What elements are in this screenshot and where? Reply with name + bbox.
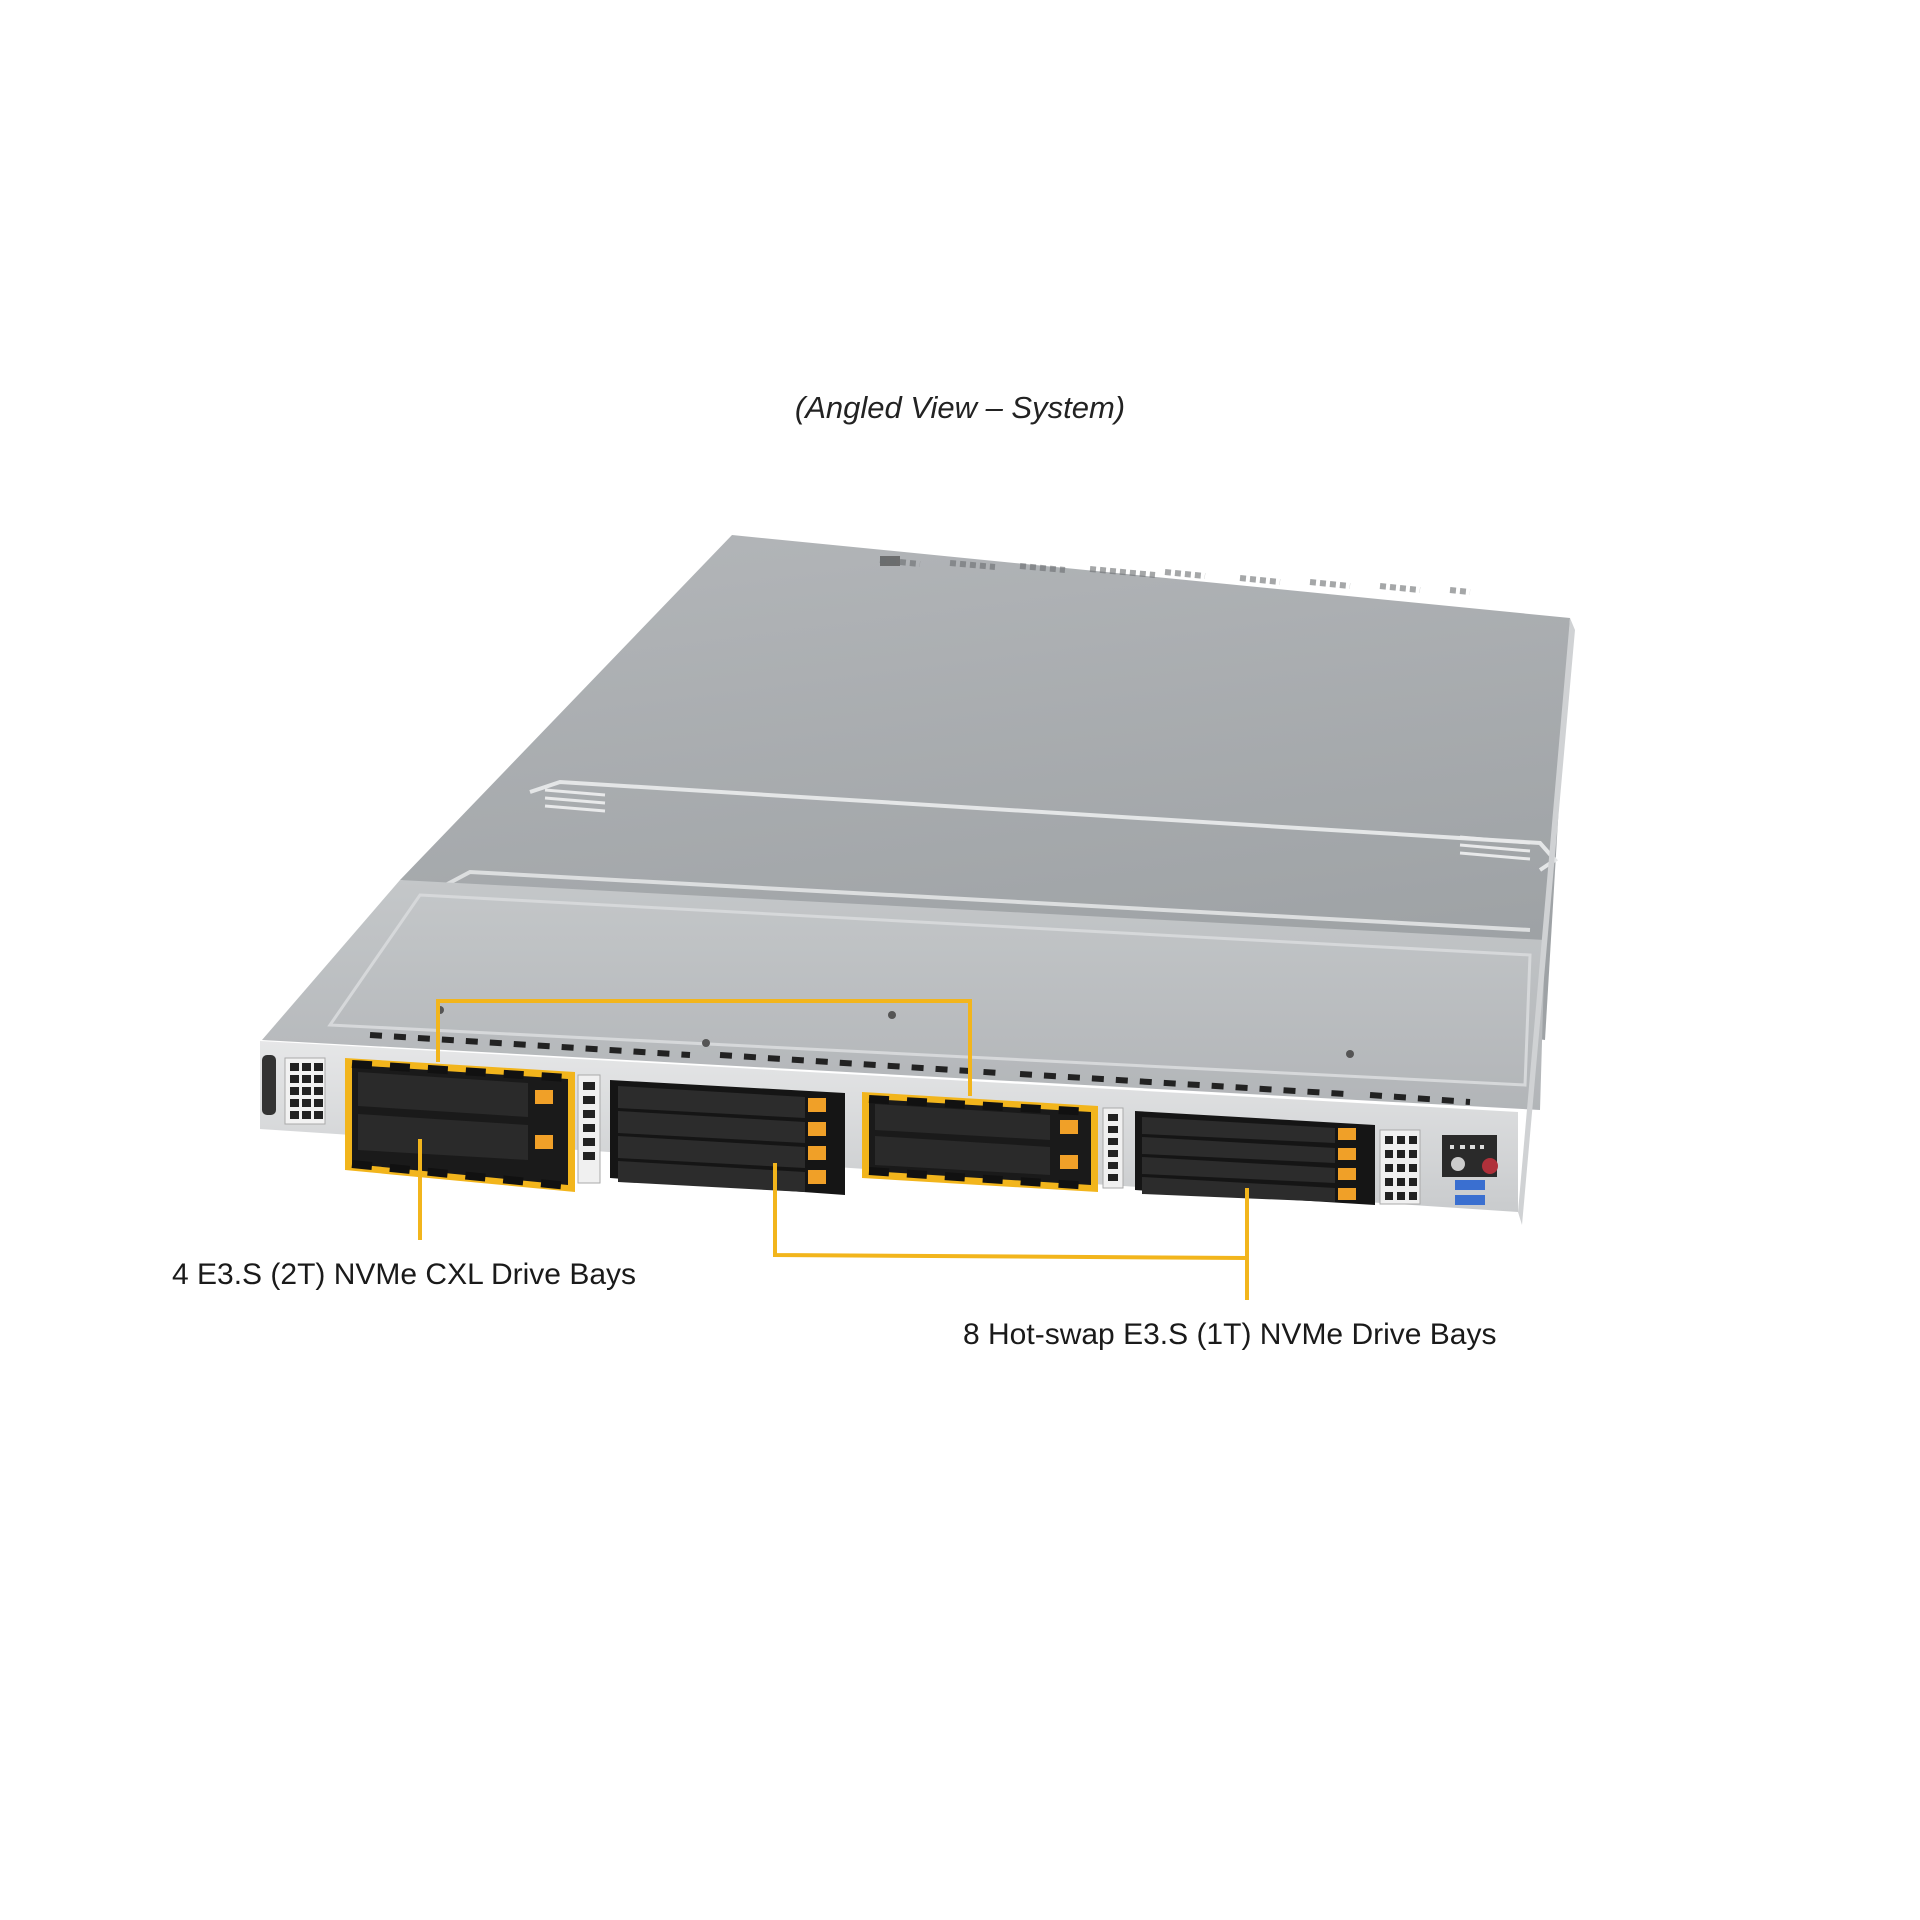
front-panel bbox=[260, 1041, 1518, 1212]
drive-group-cxl-1 bbox=[345, 1058, 575, 1192]
callout-label-cxl-bays: 4 E3.S (2T) NVMe CXL Drive Bays bbox=[172, 1258, 637, 1291]
drive-tray[interactable] bbox=[875, 1104, 1078, 1140]
power-button[interactable] bbox=[1482, 1158, 1498, 1174]
drive-tray[interactable] bbox=[1142, 1137, 1356, 1163]
drive-tray[interactable] bbox=[618, 1136, 826, 1168]
control-panel bbox=[1442, 1135, 1498, 1205]
drive-tray[interactable] bbox=[1142, 1157, 1356, 1183]
drive-tray[interactable] bbox=[358, 1114, 553, 1160]
chassis-front-lid bbox=[262, 880, 1545, 1110]
drive-group-2 bbox=[610, 1080, 845, 1195]
drive-tray[interactable] bbox=[1142, 1177, 1356, 1202]
drive-tray[interactable] bbox=[618, 1086, 826, 1118]
callout-cxl-upper-bracket bbox=[436, 999, 972, 1096]
callout-lines bbox=[418, 999, 1249, 1300]
drive-tray[interactable] bbox=[1142, 1117, 1356, 1143]
left-grille bbox=[262, 1055, 326, 1125]
usb-port[interactable] bbox=[1455, 1180, 1485, 1190]
drive-tray[interactable] bbox=[358, 1072, 553, 1117]
drive-tray[interactable] bbox=[875, 1136, 1078, 1175]
reset-button[interactable] bbox=[1451, 1157, 1465, 1171]
drive-group-4 bbox=[1135, 1111, 1375, 1205]
callout-hotswap-bracket bbox=[773, 1163, 1248, 1260]
drive-tray[interactable] bbox=[618, 1111, 826, 1143]
drive-tray[interactable] bbox=[618, 1161, 826, 1192]
usb-port[interactable] bbox=[1455, 1195, 1485, 1205]
chassis-right-side bbox=[1518, 618, 1575, 1225]
callout-label-hotswap-bays: 8 Hot-swap E3.S (1T) NVMe Drive Bays bbox=[963, 1318, 1497, 1351]
figure-title: (Angled View – System) bbox=[794, 390, 1126, 425]
drive-group-cxl-2 bbox=[862, 1092, 1098, 1192]
